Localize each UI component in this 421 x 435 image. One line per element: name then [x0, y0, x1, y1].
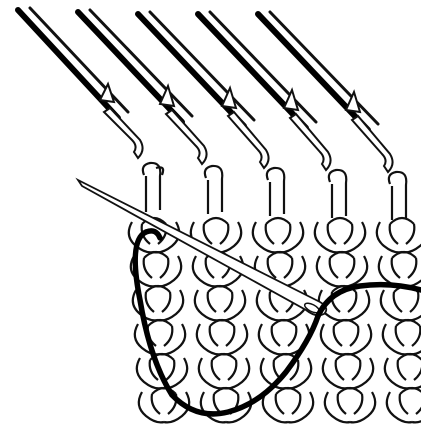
stitch-inner: [400, 394, 421, 414]
stitch-inner: [392, 258, 417, 278]
stitch-inner: [396, 326, 421, 346]
stitch-inner: [330, 258, 355, 278]
stitch-leg-right: [404, 256, 421, 286]
machine-needle: [198, 12, 331, 170]
top-loops: [143, 163, 406, 220]
stitch-loop: [266, 218, 290, 224]
stitch-inner: [268, 258, 293, 278]
machine-needle: [78, 10, 207, 164]
stitch-loop: [390, 218, 414, 224]
stitch-inner: [336, 360, 361, 380]
stitch-inner: [328, 224, 353, 244]
stitch-leg-right: [412, 392, 421, 422]
stitch-inner: [276, 394, 301, 414]
machine-needles: [18, 8, 393, 172]
stitch-inner: [146, 292, 171, 312]
stitch-inner: [272, 326, 297, 346]
stitch-inner: [208, 292, 233, 312]
stitch-inner: [212, 360, 237, 380]
tapestry-needle: [78, 180, 326, 315]
stitch-inner: [334, 326, 359, 346]
stitch-loop: [204, 218, 228, 224]
machine-needle: [18, 8, 143, 158]
stitch-inner: [266, 224, 291, 244]
stitch-inner: [394, 292, 419, 312]
stitch-inner: [398, 360, 421, 380]
stitch-inner: [210, 326, 235, 346]
stitch-inner: [204, 224, 229, 244]
stitch-inner: [390, 224, 415, 244]
stitch-loop: [328, 218, 352, 224]
stitch-inner: [144, 258, 169, 278]
stitch-inner: [338, 394, 363, 414]
